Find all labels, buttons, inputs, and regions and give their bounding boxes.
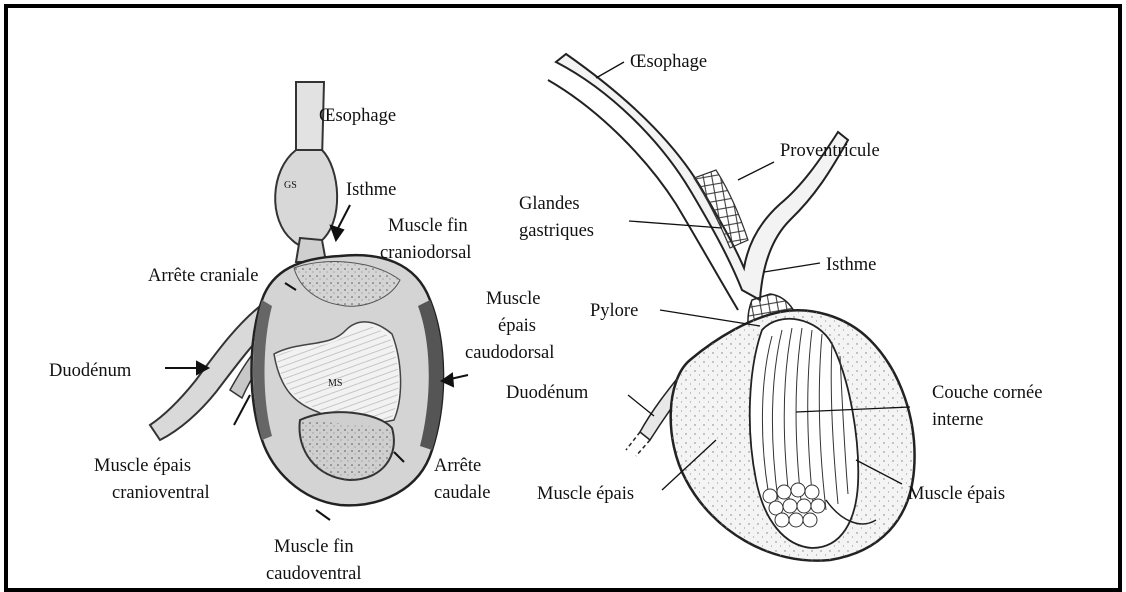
ms-label: MS — [328, 378, 342, 389]
label-muscle-fin-caudoventral-1: Muscle fin — [274, 537, 354, 557]
label-muscle-epais-caudodorsal-1: Muscle — [486, 289, 540, 309]
label-isthme-right: Isthme — [826, 255, 876, 275]
label-muscle-epais-right-right: Muscle épais — [908, 484, 1005, 504]
label-muscle-epais-caudodorsal-3: caudodorsal — [465, 343, 554, 363]
label-duodenum-right: Duodénum — [506, 383, 589, 403]
label-arrete-caudale-1: Arrête — [434, 456, 481, 476]
label-oesophage-left: Œsophage — [319, 106, 396, 126]
label-muscle-fin-caudoventral-2: caudoventral — [266, 564, 362, 584]
label-muscle-fin-craniodorsal-1: Muscle fin — [388, 216, 468, 236]
label-muscle-epais-right-left: Muscle épais — [537, 484, 634, 504]
label-arrete-craniale: Arrête craniale — [148, 266, 258, 286]
label-couche-2: interne — [932, 410, 983, 430]
left-gizzard-drawing: GS MS — [150, 82, 443, 505]
label-isthme-left: Isthme — [346, 180, 396, 200]
label-muscle-epais-caudodorsal-2: épais — [498, 316, 536, 336]
label-glandes-1: Glandes — [519, 194, 580, 214]
label-glandes-2: gastriques — [519, 221, 594, 241]
label-muscle-epais-cranioventral-1: Muscle épais — [94, 456, 191, 476]
left-proventriculus-shape — [275, 150, 337, 247]
label-muscle-epais-cranioventral-2: cranioventral — [112, 483, 210, 503]
label-couche-1: Couche cornée — [932, 383, 1042, 403]
label-pylore: Pylore — [590, 301, 638, 321]
label-proventricule: Proventricule — [780, 141, 880, 161]
label-muscle-fin-craniodorsal-2: craniodorsal — [380, 243, 471, 263]
label-arrete-caudale-2: caudale — [434, 483, 491, 503]
label-duodenum-left: Duodénum — [49, 361, 132, 381]
gs-label: GS — [284, 180, 297, 191]
label-oesophage-right: Œsophage — [630, 52, 707, 72]
